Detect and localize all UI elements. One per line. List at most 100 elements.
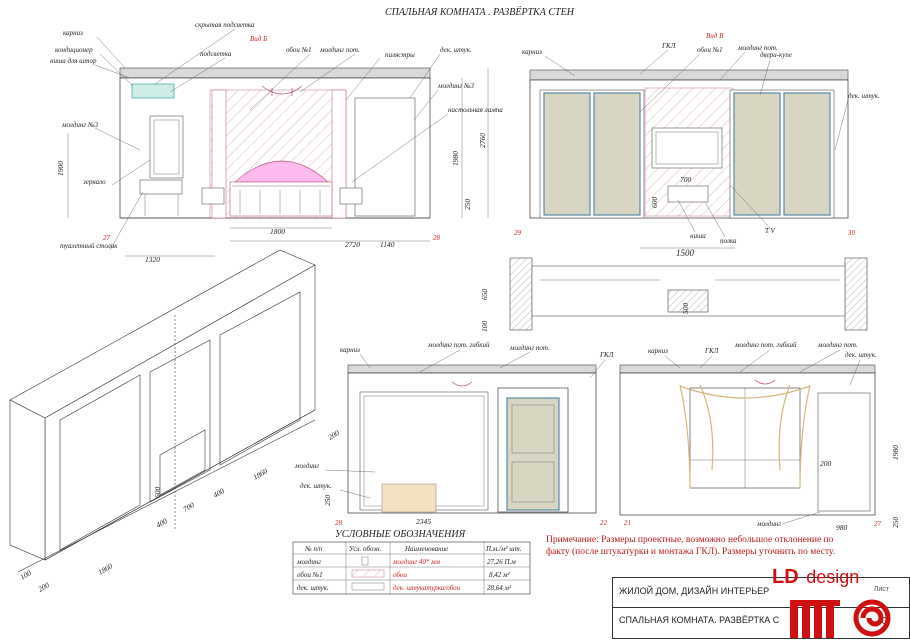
dim-1980a: 1980 bbox=[451, 151, 460, 166]
legend-table bbox=[292, 541, 531, 595]
tb-lst: Лист bbox=[873, 586, 889, 593]
label-podsvetka: подсветка bbox=[200, 50, 232, 58]
label-v-dveri: двери-купе bbox=[760, 51, 792, 59]
dim-1140: 1140 bbox=[380, 240, 395, 249]
wall-num-27b: 27 bbox=[874, 520, 882, 528]
wall-num-28b: 28 bbox=[335, 519, 343, 527]
plan-section bbox=[509, 257, 868, 331]
label-v-nisha: ниша bbox=[690, 232, 706, 240]
label-br-molding: молдинг bbox=[756, 520, 781, 528]
dim-2720: 2720 bbox=[345, 240, 360, 249]
label-molding-pot: молдинг пот. bbox=[319, 46, 360, 54]
label-bm-gkl: ГКЛ bbox=[599, 351, 615, 359]
legend-h2: Наименование bbox=[404, 545, 448, 553]
label-br-gkl: ГКЛ bbox=[704, 347, 720, 355]
sheet-title: СПАЛЬНАЯ КОМНАТА . РАЗВЁРТКА СТЕН bbox=[385, 6, 575, 18]
legend-r1-num: обои №1 bbox=[297, 571, 323, 579]
view-b-label: Вид Б bbox=[250, 35, 267, 43]
dim-400a: 400 bbox=[212, 486, 226, 500]
label-nastolnaya: настольная лампа bbox=[448, 106, 503, 114]
dim-200b: 200 bbox=[37, 580, 51, 594]
leader-lines-v bbox=[544, 49, 849, 238]
brand-logo: LD design bbox=[772, 566, 859, 589]
legend-r1-name: обои bbox=[393, 571, 407, 579]
dim-1860a: 1860 bbox=[252, 466, 270, 481]
label-br-karniz: карниз bbox=[648, 347, 668, 355]
label-v-molding: молдинг пот. bbox=[737, 44, 778, 52]
label-molding3-l: молдинг №3 bbox=[61, 121, 98, 129]
label-molding3-r: молдинг №3 bbox=[437, 82, 474, 90]
dim-250a: 250 bbox=[463, 199, 472, 211]
leader-lines-b bbox=[94, 28, 449, 251]
dim-1980b: 1980 bbox=[891, 445, 900, 460]
dim-500: 500 bbox=[681, 303, 690, 315]
legend-r2-qty: 28,64 м² bbox=[487, 584, 512, 592]
dim-2345: 2345 bbox=[416, 517, 431, 526]
legend-r2-num: дек. штук. bbox=[297, 584, 329, 592]
dim-2760: 2760 bbox=[478, 133, 487, 148]
dim-1860b: 1860 bbox=[97, 561, 115, 576]
logo-design: design bbox=[806, 567, 860, 587]
label-br-dek: дек. штук. bbox=[845, 351, 877, 359]
legend-r2-name: дек. штукатурка/обои bbox=[393, 584, 461, 592]
dim-980: 980 bbox=[836, 523, 848, 532]
leader-lines-bm bbox=[324, 349, 606, 499]
wall-num-21: 21 bbox=[624, 519, 631, 527]
label-nisha: ниша для штор bbox=[50, 57, 97, 65]
dim-700b: 700 bbox=[182, 500, 196, 514]
legend-h0: № п/п bbox=[304, 545, 323, 553]
label-br-gibkiy: молдинг пот. гибкий bbox=[734, 341, 797, 349]
label-zerkalo: зеркало bbox=[82, 178, 106, 186]
label-kondicioner: кондиционер bbox=[55, 46, 93, 54]
wall-num-28a: 28 bbox=[433, 234, 441, 242]
label-v-karniz: карниз bbox=[522, 48, 542, 56]
label-bm-gibkiy: молдинг пот. гибкий bbox=[427, 341, 490, 349]
dim-100a: 100 bbox=[480, 321, 489, 333]
elevation-b bbox=[119, 67, 431, 219]
dim-1320: 1320 bbox=[145, 255, 160, 264]
dim-1900: 1900 bbox=[56, 161, 65, 176]
label-v-tv: T V bbox=[765, 227, 776, 235]
elevation-bottom-right bbox=[619, 364, 876, 516]
label-tualetny: туалетный столик bbox=[60, 242, 118, 250]
label-dek-shtuk: дек. штук. bbox=[440, 46, 472, 54]
label-v-dek: дек. штук. bbox=[848, 92, 880, 100]
dim-200c: 200 bbox=[820, 459, 832, 468]
tb-project: ЖИЛОЙ ДОМ, ДИЗАЙН ИНТЕРЬЕР bbox=[619, 586, 770, 596]
label-bm-molding-pot: молдинг пот. bbox=[509, 344, 550, 352]
legend-r1-qty: 8,42 м² bbox=[489, 571, 510, 579]
label-pilyastry: пилястры bbox=[385, 51, 415, 59]
dim-650: 650 bbox=[480, 289, 489, 301]
legend-h1: Усл. обозн. bbox=[349, 545, 381, 553]
label-oboi1: обои №1 bbox=[286, 46, 312, 54]
legend-r0-qty: 27,26 П.м bbox=[487, 558, 516, 566]
wall-num-22: 22 bbox=[600, 519, 608, 527]
dim-600a: 600 bbox=[650, 197, 659, 209]
view-v-label: Вид В bbox=[706, 32, 724, 40]
label-v-gkl: ГКЛ bbox=[661, 42, 677, 50]
dim-250b: 250 bbox=[323, 495, 332, 507]
dim-200a: 200 bbox=[327, 428, 341, 442]
label-br-molding-pot: молдинг пот. bbox=[817, 341, 858, 349]
elevation-bottom-mid bbox=[347, 364, 597, 514]
label-skrytaya: скрытая подсветка bbox=[195, 21, 255, 29]
dim-600b: 600 bbox=[153, 487, 162, 499]
leader-lines-br bbox=[664, 349, 861, 525]
legend-r0-num: молдинг bbox=[296, 558, 321, 566]
wall-num-30: 30 bbox=[847, 229, 856, 237]
wall-num-27a: 27 bbox=[103, 234, 111, 242]
dim-1800: 1800 bbox=[270, 227, 285, 236]
legend-title: УСЛОВНЫЕ ОБОЗНАЧЕНИЯ bbox=[335, 529, 467, 540]
elevation-v bbox=[529, 69, 849, 219]
dim-250c: 250 bbox=[891, 517, 900, 529]
label-bm-dek: дек. штук. bbox=[300, 482, 332, 490]
legend-h3: П.м./м² шт. bbox=[485, 545, 522, 553]
note: Примечание: Размеры проектные, возможно … bbox=[546, 535, 836, 557]
label-bm-molding: молдинг bbox=[294, 462, 319, 470]
dim-100b: 100 bbox=[19, 568, 33, 582]
label-karniz: карниз bbox=[63, 29, 83, 37]
label-v-oboi1: обои №1 bbox=[697, 46, 723, 54]
tb-sheet: СПАЛЬНАЯ КОМНАТА. РАЗВЁРТКА С bbox=[619, 615, 780, 625]
